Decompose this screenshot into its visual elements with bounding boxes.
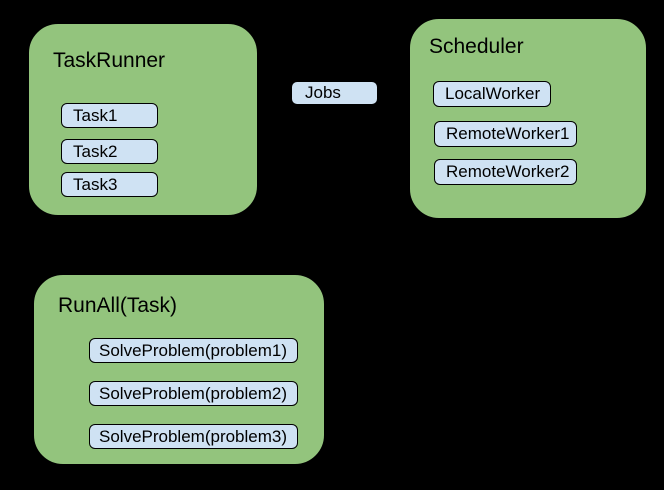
item-task2: Task2 <box>61 139 158 164</box>
item-solveproblem2: SolveProblem(problem2) <box>89 381 298 406</box>
item-task3: Task3 <box>61 172 158 197</box>
group-title-runall-task: RunAll(Task) <box>58 294 178 317</box>
item-task1: Task1 <box>61 103 158 128</box>
jobs-label-box: Jobs <box>291 81 378 105</box>
item-solveproblem1: SolveProblem(problem1) <box>89 338 298 363</box>
group-runall-task: RunAll(Task) SolveProblem(problem1) Solv… <box>33 274 325 465</box>
group-scheduler: Scheduler LocalWorker RemoteWorker1 Remo… <box>409 18 647 219</box>
group-title-taskrunner: TaskRunner <box>53 49 166 72</box>
item-remoteworker2: RemoteWorker2 <box>434 159 577 185</box>
item-localworker: LocalWorker <box>433 81 551 107</box>
item-solveproblem3: SolveProblem(problem3) <box>89 424 298 449</box>
item-remoteworker1: RemoteWorker1 <box>434 121 577 147</box>
group-taskrunner: TaskRunner Task1 Task2 Task3 <box>28 23 258 216</box>
group-title-scheduler: Scheduler <box>429 35 524 58</box>
